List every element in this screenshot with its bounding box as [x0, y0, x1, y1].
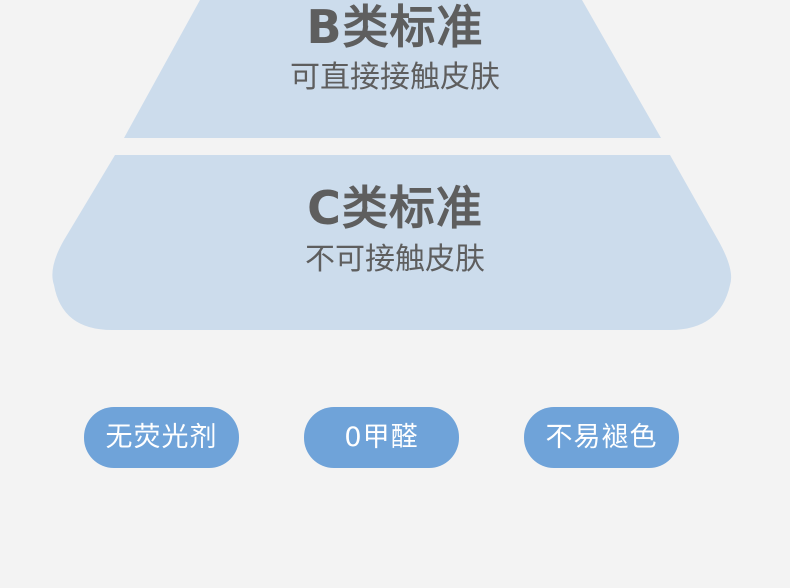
feature-pill-colorfast: 不易褪色	[524, 407, 679, 468]
tier-b-title: B类标准	[306, 0, 484, 54]
feature-pill-zero-formaldehyde: 0甲醛	[304, 407, 459, 468]
tier-c-subtitle: 不可接触皮肤	[305, 242, 485, 277]
feature-pill-no-fluorescent: 无荧光剂	[84, 407, 239, 468]
tier-b-subtitle: 可直接接触皮肤	[290, 60, 500, 95]
tier-c-title: C类标准	[307, 181, 483, 235]
